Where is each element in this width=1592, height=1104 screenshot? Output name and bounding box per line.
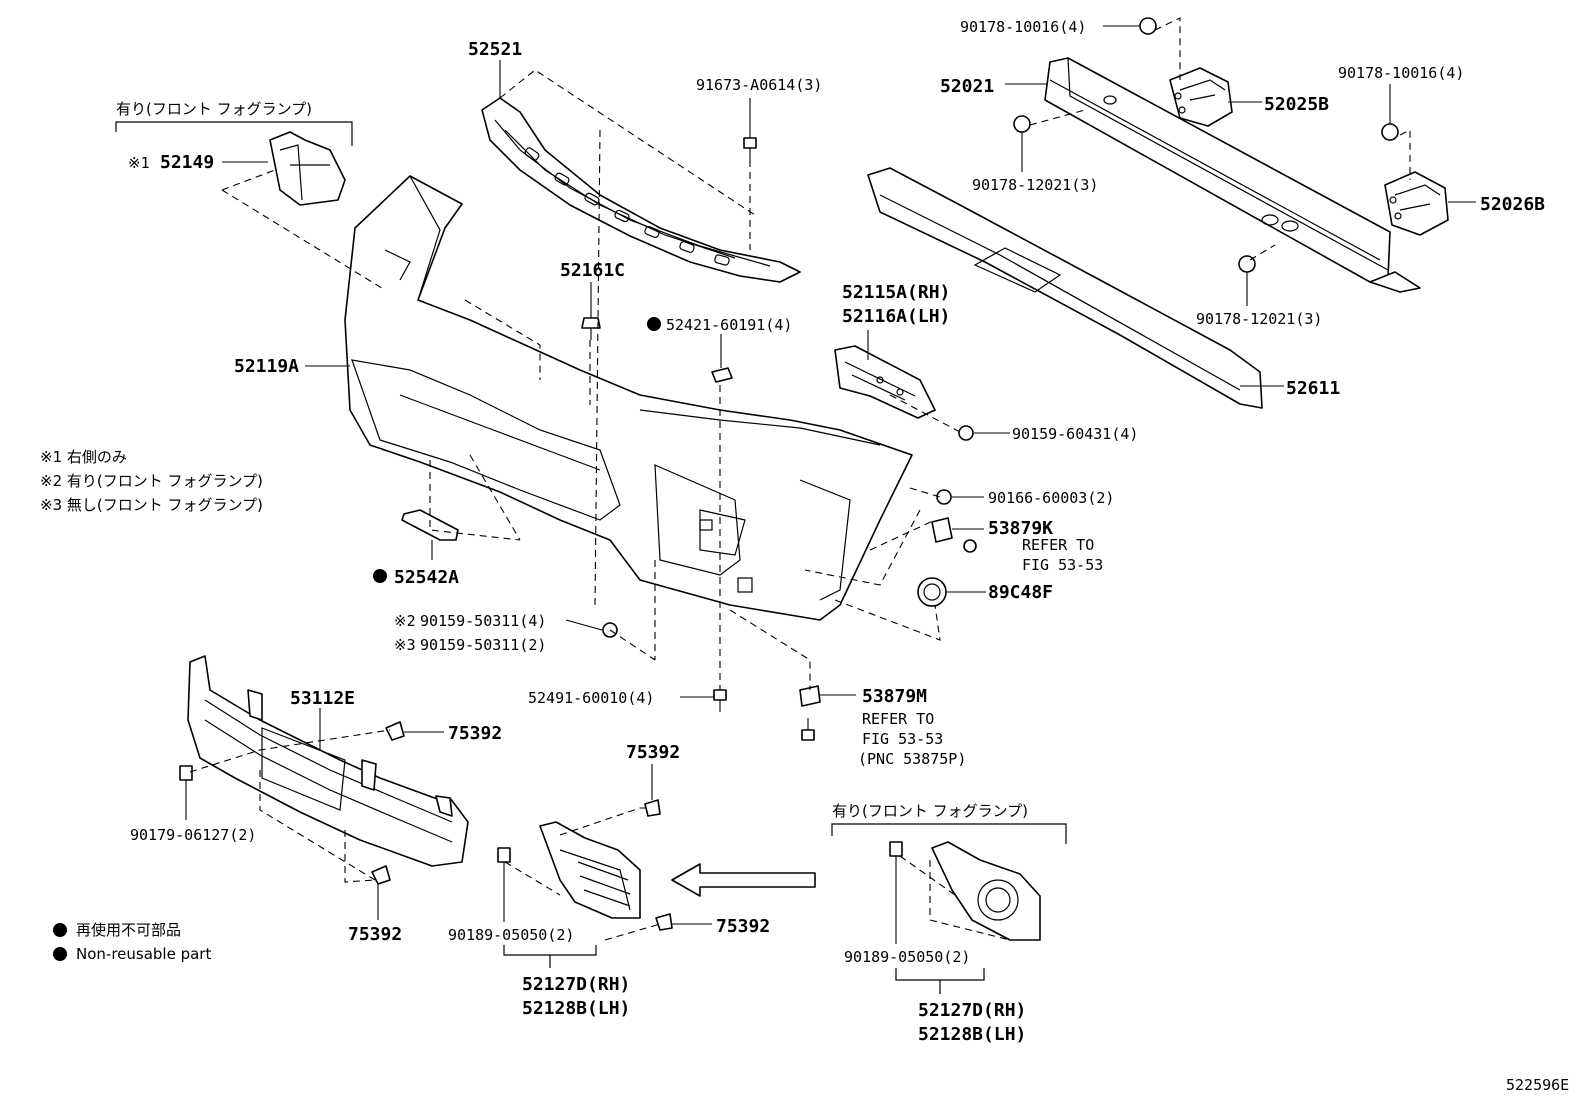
label-90178-12021-b: 90178-12021(3)	[1196, 310, 1322, 328]
screw-53879k-icon	[963, 539, 977, 553]
label-52021: 52021	[940, 76, 994, 97]
label-52149-mark: ※1	[128, 154, 150, 172]
fog-bracket-52149-drawing	[269, 131, 346, 206]
clip-75392-b-icon	[371, 865, 391, 885]
label-90178-10016-top: 90178-10016(4)	[960, 18, 1086, 36]
label-52421-60191: 52421-60191(4)	[666, 316, 792, 334]
label-90179-06127: 90179-06127(2)	[130, 826, 256, 844]
nut-90178-12021-a-icon	[1013, 115, 1031, 133]
sensor-89c48f-icon	[917, 577, 947, 607]
clip-52161c-icon	[581, 317, 601, 340]
bracket-52025b-drawing	[1169, 67, 1233, 127]
fasteners	[179, 17, 1399, 931]
label-90159-50311-b: 90159-50311(2)	[420, 636, 546, 654]
label-90159-60431: 90159-60431(4)	[1012, 425, 1138, 443]
label-90189-05050-b: 90189-05050(2)	[844, 948, 970, 966]
label-fog-with-1: 有り(フロント フォグランプ)	[116, 100, 312, 118]
label-90189-05050-a: 90189-05050(2)	[448, 926, 574, 944]
label-52119a: 52119A	[234, 356, 299, 377]
label-90159-50311-a: 90159-50311(4)	[420, 612, 546, 630]
screw-90159-60431-icon	[958, 425, 974, 441]
label-refer-to-1: REFER TO	[1022, 536, 1094, 554]
clip-90189-a-icon	[497, 847, 511, 863]
label-75392-b: 75392	[348, 924, 402, 945]
non-reusable-dot-52421-icon	[647, 317, 661, 331]
bolt-91673-icon	[743, 137, 757, 160]
label-90159-50311-b-mark: ※3	[394, 636, 416, 654]
label-75392-d: 75392	[716, 916, 770, 937]
label-52128b-b: 52128B(LH)	[918, 1024, 1026, 1045]
fog-cover-no-lamp-drawing	[539, 821, 641, 919]
label-90178-12021-a: 90178-12021(3)	[972, 176, 1098, 194]
label-pnc-53875p: (PNC 53875P)	[858, 750, 966, 768]
clip-75392-c-icon	[644, 799, 661, 817]
label-52127d-b: 52127D(RH)	[918, 1000, 1026, 1021]
label-fig-53-53-2: FIG 53-53	[862, 730, 943, 748]
label-75392-c: 75392	[626, 742, 680, 763]
note-2: ※2 有り(フロント フォグランプ)	[40, 472, 263, 490]
clip-53879m-icon	[799, 685, 821, 707]
brackets	[115, 121, 1067, 994]
label-90159-50311-a-mark: ※2	[394, 612, 416, 630]
clip-75392-d-icon	[655, 913, 673, 931]
part-labels: 52521 91673-A0614(3) 90178-10016(4) 5202…	[116, 18, 1569, 1094]
bumper-retainer-52521-drawing	[481, 97, 801, 283]
legend-jp: 再使用不可部品	[76, 921, 181, 939]
label-53112e: 53112E	[290, 688, 355, 709]
label-90178-10016-right: 90178-10016(4)	[1338, 64, 1464, 82]
figure-id: 522596E	[1506, 1076, 1569, 1094]
energy-absorber-52611-drawing	[867, 167, 1263, 409]
clip-75392-a-icon	[385, 721, 405, 741]
fog-cover-with-lamp-drawing	[931, 841, 1041, 941]
label-91673-a0614: 91673-A0614(3)	[696, 76, 822, 94]
clip-53879k-icon	[931, 517, 953, 543]
legend-dot-en-icon	[53, 947, 67, 961]
label-52128b-a: 52128B(LH)	[522, 998, 630, 1019]
bolt-52491-icon	[713, 689, 727, 712]
bracket-52026b-drawing	[1384, 171, 1449, 236]
legend-en: Non-reusable part	[76, 945, 211, 963]
assembly-lines	[189, 17, 1411, 941]
non-reusable-dot-52542a-icon	[373, 569, 387, 583]
legend-dot-jp-icon	[53, 923, 67, 937]
label-fog-with-2: 有り(フロント フォグランプ)	[832, 802, 1028, 820]
label-52161c: 52161C	[560, 260, 625, 281]
label-90166-60003: 90166-60003(2)	[988, 489, 1114, 507]
bumper-reinforcement-52021-drawing	[1044, 57, 1421, 293]
clip-90189-b-icon	[889, 841, 903, 857]
label-52149: 52149	[160, 152, 214, 173]
nut-90178-10016-top-icon	[1139, 17, 1157, 35]
label-52491-60010: 52491-60010(4)	[528, 689, 654, 707]
legend: 再使用不可部品 Non-reusable part	[53, 921, 211, 963]
label-refer-to-2: REFER TO	[862, 710, 934, 728]
label-52611: 52611	[1286, 378, 1340, 399]
label-89c48f: 89C48F	[988, 582, 1053, 603]
label-53879k: 53879K	[988, 518, 1053, 539]
label-fig-53-53-1: FIG 53-53	[1022, 556, 1103, 574]
label-52116a: 52116A(LH)	[842, 306, 950, 327]
note-3: ※3 無し(フロント フォグランプ)	[40, 496, 263, 514]
note-1: ※1 右側のみ	[40, 448, 127, 466]
leader-lines	[185, 25, 1476, 944]
nut-90178-10016-right-icon	[1381, 123, 1399, 141]
label-75392-a: 75392	[448, 723, 502, 744]
nut-52421-icon	[711, 367, 733, 383]
direction-arrow	[671, 863, 816, 897]
label-52521: 52521	[468, 39, 522, 60]
label-52127d-a: 52127D(RH)	[522, 974, 630, 995]
label-52542a: 52542A	[394, 567, 459, 588]
label-52026b: 52026B	[1480, 194, 1545, 215]
bumper-cover-52119a-drawing	[344, 175, 913, 621]
side-retainer-52115a-drawing	[834, 345, 936, 419]
label-53879m: 53879M	[862, 686, 927, 707]
footnotes: ※1 右側のみ ※2 有り(フロント フォグランプ) ※3 無し(フロント フォ…	[40, 448, 263, 514]
lower-grille-53112e-drawing	[187, 655, 469, 867]
screw-53879m-icon	[801, 718, 815, 741]
nut-90166-icon	[936, 489, 952, 505]
label-52025b: 52025B	[1264, 94, 1329, 115]
clip-90179-icon	[179, 765, 193, 781]
label-52115a: 52115A(RH)	[842, 282, 950, 303]
